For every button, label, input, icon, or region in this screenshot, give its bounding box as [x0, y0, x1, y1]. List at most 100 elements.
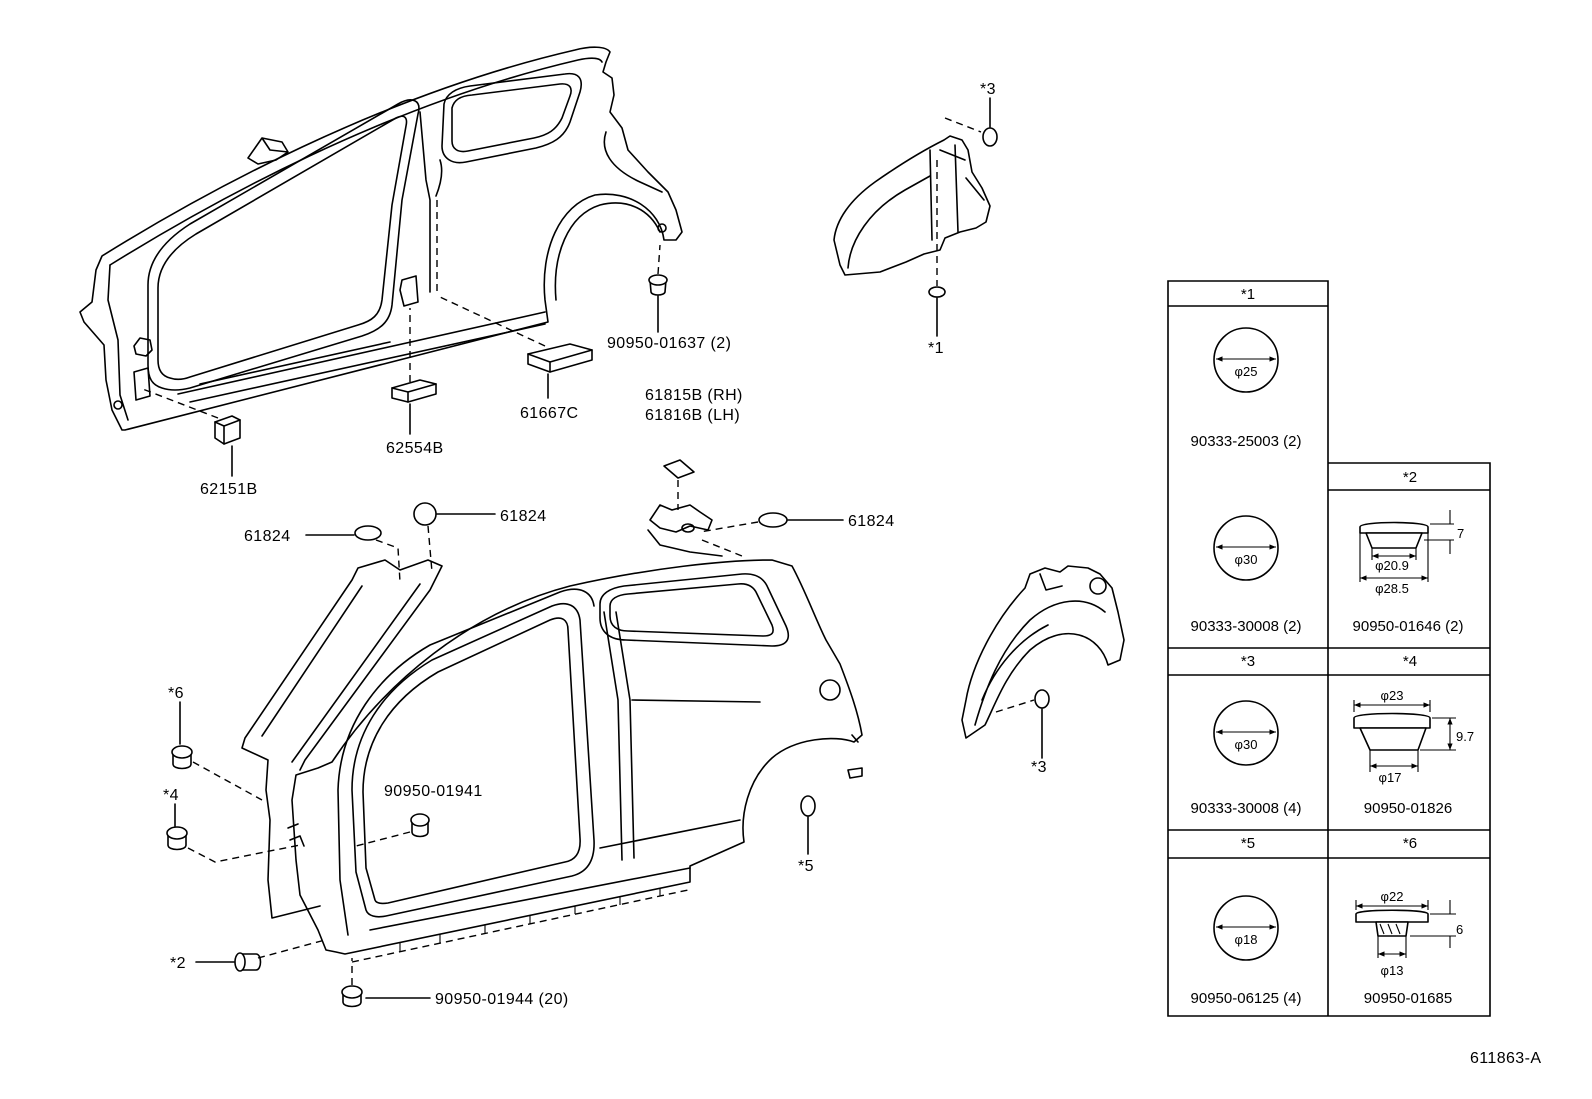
label-ref-6: *6: [168, 685, 184, 702]
upper-wheelhouse-inner-lines: [847, 144, 985, 269]
upper-roof-bracket: [247, 137, 289, 165]
lower-door-flange-line: [337, 588, 595, 936]
part-no-90950-01685: 90950-01685: [1364, 990, 1452, 1007]
hole-plug-18: [1213, 895, 1279, 961]
dim-label-top-ref-4: φ23: [1381, 688, 1404, 703]
label-90950-01637: 90950-01637 (2): [607, 335, 731, 352]
lower-door-opening-inner: [362, 617, 581, 905]
plug-ref-1: [928, 286, 946, 298]
plug-61824-left: [354, 525, 382, 541]
hole-plug-30a: [1213, 515, 1279, 581]
dim-label-25: φ25: [1235, 364, 1258, 379]
dim-label-18: φ18: [1235, 932, 1258, 947]
lower-wheelhouse-hole: [1089, 577, 1107, 595]
leader-dash-ref-3-upper: [944, 117, 982, 133]
plug-61824-mid: [413, 502, 437, 526]
part-no-90333-25003: 90333-25003 (2): [1191, 433, 1302, 450]
dim-ext-ref-4: [1353, 700, 1456, 772]
lower-wheelhouse-inner-lines: [974, 573, 1106, 726]
clip-ref-2: [234, 952, 262, 972]
leader-dash-61824-right: [699, 521, 759, 533]
upper-arch-flange: [554, 202, 661, 301]
part-no-90333-30008-2: 90333-30008 (2): [1191, 618, 1302, 635]
label-90950-01941: 90950-01941: [384, 783, 483, 800]
clip-ref-6: [171, 745, 193, 770]
lower-rocker-clip-ticks: [399, 888, 661, 952]
part-no-90950-01826: 90950-01826: [1364, 800, 1452, 817]
upper-side-panel: [79, 46, 683, 431]
grommet-ref-6-shape: [1355, 909, 1429, 937]
lower-rocker-clip-line: [351, 889, 689, 963]
label-61824-left: 61824: [244, 528, 291, 545]
upper-rocker-lines: [177, 311, 546, 403]
upper-front-hole: [113, 400, 123, 410]
upper-quarter-window-outer: [441, 72, 582, 164]
clip-90950-01944: [341, 985, 363, 1008]
clip-90950-01941: [410, 813, 430, 838]
upper-panel-outline: [79, 46, 683, 431]
lower-wheelhouse-panel: [961, 565, 1125, 739]
lower-quarter-window-outer: [599, 573, 790, 647]
leader-dash-ref-4: [187, 844, 301, 863]
table-header-ref-3: *3: [1241, 653, 1255, 670]
lower-panel-outline: [291, 559, 863, 955]
leader-dash-90950-01637: [657, 244, 661, 275]
pad-61815b-61816b: [663, 459, 695, 479]
label-61667c: 61667C: [520, 405, 578, 422]
leader-dash-61824-mid: [427, 525, 433, 573]
upper-b-pillar-edge: [419, 111, 443, 293]
clip-ref-4: [166, 826, 188, 851]
label-61824-right: 61824: [848, 513, 895, 530]
hole-plug-30b: [1213, 700, 1279, 766]
label-ref-3-upper: *3: [980, 81, 996, 98]
upper-door-opening-outer: [147, 99, 420, 391]
dim-label-bottom-ref-4: φ17: [1379, 770, 1402, 785]
label-90950-01944: 90950-01944 (20): [435, 991, 569, 1008]
part-no-90950-01646: 90950-01646 (2): [1353, 618, 1464, 635]
label-61816b-lh: 61816B (LH): [645, 407, 740, 424]
lower-pillar-marks: [287, 823, 305, 847]
leader-dash-ref-2: [257, 939, 326, 959]
silencer-62151b: [214, 415, 241, 445]
lower-a-pillar-reinforcement: [241, 559, 443, 919]
upper-pillar-hole: [399, 275, 419, 307]
upper-door-opening-inner: [157, 115, 408, 381]
table-header-ref-6: *6: [1403, 835, 1417, 852]
lower-arch-bracket: [847, 734, 863, 779]
dim-label-inner-ref-2: φ20.9: [1375, 558, 1409, 573]
silencer-61667c: [527, 343, 593, 373]
label-62554b: 62554B: [386, 440, 444, 457]
dim-ext-ref-6: [1355, 900, 1456, 958]
leader-dash-61667c: [439, 296, 546, 347]
table-header-ref-4: *4: [1403, 653, 1417, 670]
grommet-ref-2-shape: [1359, 521, 1429, 549]
plug-ref-5: [800, 795, 816, 817]
upper-front-slot: [133, 367, 151, 401]
label-ref-5: *5: [798, 858, 814, 875]
hole-plug-25: [1213, 327, 1279, 393]
dim-label-height-ref-2: 7: [1457, 526, 1464, 541]
dim-label-top-ref-6: φ22: [1381, 889, 1404, 904]
dim-label-30b: φ30: [1235, 737, 1258, 752]
dim-label-30a: φ30: [1235, 552, 1258, 567]
upper-front-hex-hole: [133, 337, 153, 357]
plug-ref-3-lower: [1034, 689, 1050, 709]
lower-door-opening-outer: [351, 602, 595, 918]
part-no-90333-30008-4: 90333-30008 (4): [1191, 800, 1302, 817]
label-ref-4: *4: [163, 787, 179, 804]
upper-wheelhouse-panel: [833, 135, 991, 276]
upper-panel-front-inner-edge: [107, 264, 129, 421]
plug-90950-01637: [648, 274, 668, 296]
label-ref-3-lower: *3: [1031, 759, 1047, 776]
table-header-ref-1: *1: [1241, 286, 1255, 303]
rear-pillar-bracket: [647, 504, 723, 557]
legend-table: *1 φ25 90333-25003 (2) φ30 90333-30008 (…: [1167, 280, 1491, 1017]
leader-dash-ref-6: [192, 761, 263, 801]
label-61815b-rh: 61815B (RH): [645, 387, 743, 404]
leader-dash-90950-01941: [355, 831, 411, 847]
table-header-ref-5: *5: [1241, 835, 1255, 852]
lower-rear-hole: [819, 679, 841, 701]
leader-dash-62151b: [139, 387, 219, 419]
lower-b-pillar-lines: [603, 611, 761, 861]
